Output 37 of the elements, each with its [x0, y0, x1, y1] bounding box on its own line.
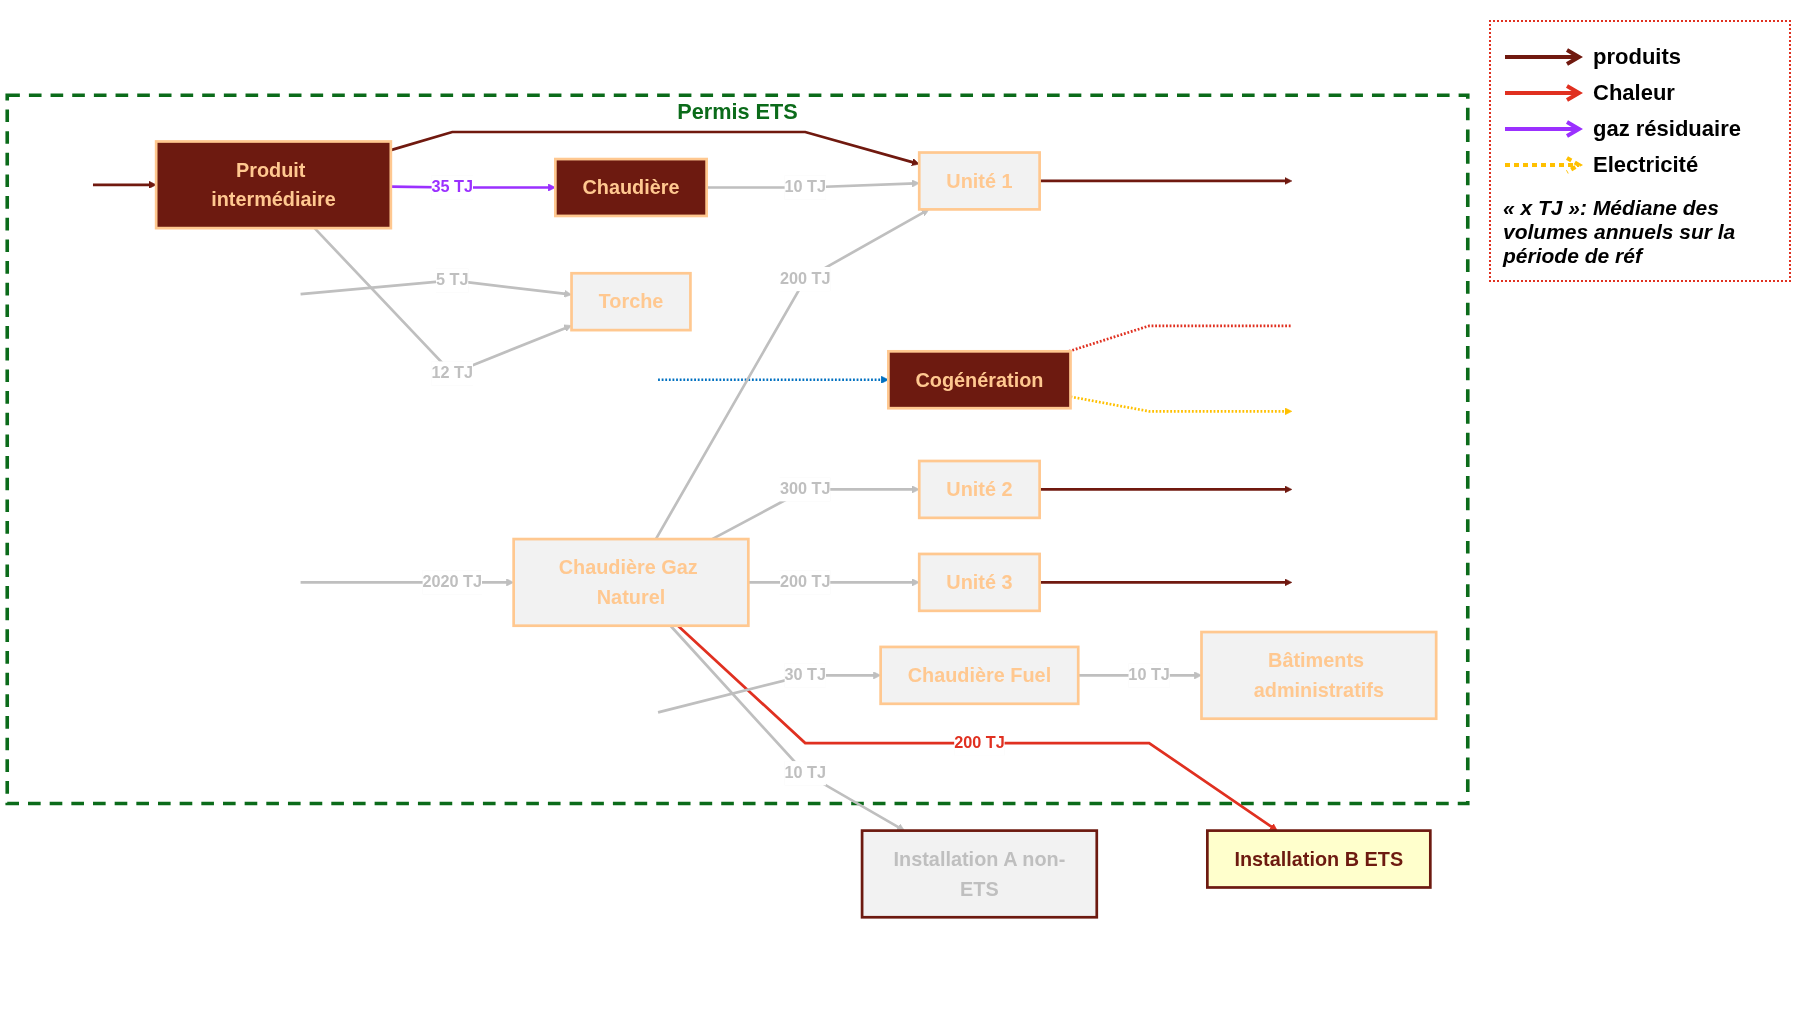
- node-box: [879, 645, 1080, 706]
- node-box: [512, 537, 750, 628]
- legend-label: gaz résiduaire: [1593, 116, 1741, 142]
- edge-label: 5 TJ: [435, 271, 469, 290]
- arrow: [390, 130, 920, 167]
- legend-label: Chaleur: [1593, 80, 1675, 106]
- node-box: [1200, 630, 1438, 721]
- legend-label: produits: [1593, 44, 1681, 70]
- node-box: [1206, 829, 1432, 890]
- node-box: [887, 350, 1072, 410]
- edge-label: 30 TJ: [784, 666, 826, 685]
- node-box: [917, 151, 1041, 211]
- node-box: [860, 829, 1099, 919]
- edge-label: 200 TJ: [779, 573, 831, 592]
- note-text: « x TJ »: Médiane des volumes annuels sur la période de réf: [1503, 196, 1737, 268]
- edge-label: 2020 TJ: [422, 573, 483, 592]
- arrow: [658, 376, 889, 384]
- node-box: [554, 157, 708, 218]
- node-box: [570, 272, 692, 332]
- cluster: [5, 93, 1470, 806]
- legend-label: Electricité: [1593, 152, 1699, 178]
- edge-label: 10 TJ: [784, 764, 826, 783]
- edge-label: 10 TJ: [784, 178, 826, 197]
- edge-label: 10 TJ: [1128, 666, 1170, 685]
- arrow: [1039, 177, 1293, 186]
- edge-label: 200 TJ: [954, 733, 1005, 752]
- node-box: [917, 552, 1041, 613]
- arrow: [1039, 485, 1293, 494]
- node-box: [154, 140, 393, 230]
- edge-label: 200 TJ: [779, 269, 831, 288]
- edge-label: 35 TJ: [431, 178, 474, 197]
- arrow: [1039, 578, 1293, 587]
- arrow: [93, 181, 157, 190]
- edge-label: 300 TJ: [779, 480, 831, 499]
- edge-label: 12 TJ: [431, 364, 474, 383]
- node-box: [917, 459, 1041, 520]
- arrow: [300, 279, 572, 298]
